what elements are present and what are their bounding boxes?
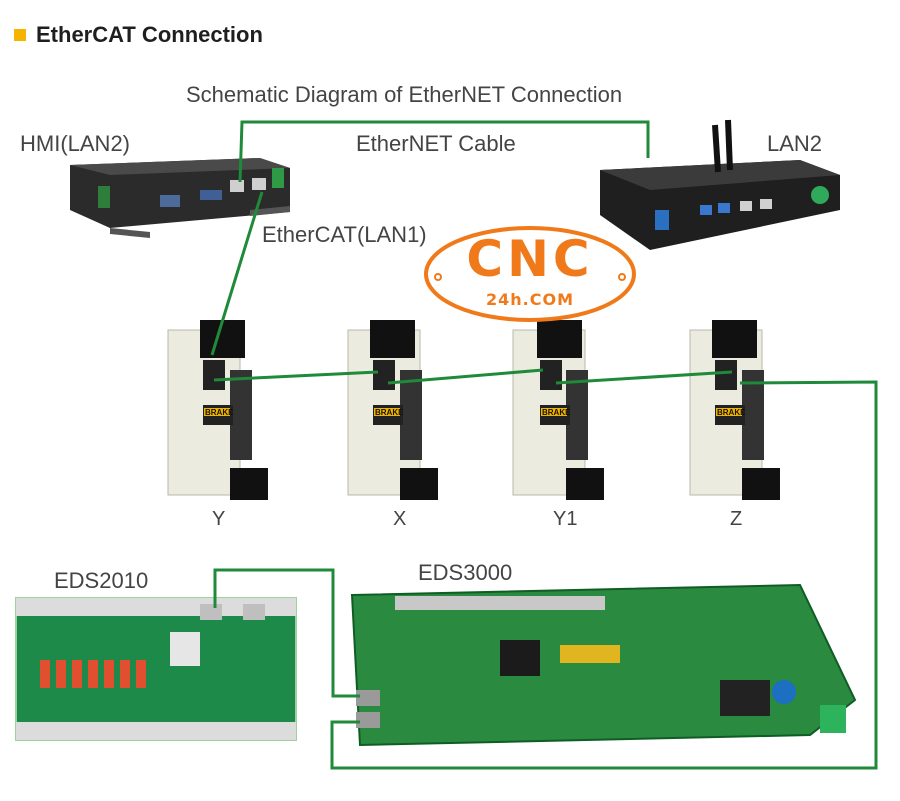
axis-label-x: X <box>393 508 407 530</box>
brake-badge: BRAKE <box>542 408 571 417</box>
hmi-device <box>70 158 290 238</box>
ethernet-cables <box>210 120 878 770</box>
diagram-caption: Schematic Diagram of EtherNET Connection <box>186 82 623 107</box>
ethercat-cable-y1-z <box>555 370 733 385</box>
watermark-subtext: 24h.COM <box>486 290 574 309</box>
pc-label: LAN2 <box>767 131 823 156</box>
section-title: EtherCAT Connection <box>14 22 263 48</box>
servo-drives <box>167 320 780 500</box>
cable-label: EtherNET Cable <box>356 131 516 156</box>
drive-y <box>167 320 268 500</box>
brake-badge: BRAKE <box>717 408 746 417</box>
axis-label-y1: Y1 <box>553 508 578 530</box>
title-bullet <box>14 29 26 41</box>
brake-badge: BRAKE <box>205 408 234 417</box>
ethercat-label: EtherCAT(LAN1) <box>262 222 427 247</box>
ethercat-cable-x-y1 <box>387 368 544 385</box>
page-title: EtherCAT Connection <box>36 22 263 47</box>
hmi-label: HMI(LAN2) <box>20 131 131 156</box>
watermark-logo: CNC 24h.COM <box>420 222 640 322</box>
ethercat-cable-z-eds3000 <box>330 380 878 770</box>
eds2010-label: EDS2010 <box>54 568 149 593</box>
ethernet-cable-hmi-pc <box>238 120 650 183</box>
watermark-text: CNC <box>466 230 594 288</box>
drive-z <box>689 320 780 500</box>
ethercat-cable-y-x <box>213 370 379 382</box>
axis-label-y: Y <box>212 508 226 530</box>
eds3000-board <box>350 583 857 747</box>
ethercat-cable-eds2010-eds3000 <box>213 568 360 698</box>
drive-x <box>347 320 438 500</box>
ethercat-cable-hmi-y <box>210 191 264 356</box>
eds2010-board <box>15 597 297 741</box>
eds3000-label: EDS3000 <box>418 560 513 585</box>
industrial-pc <box>600 119 840 250</box>
drive-y1 <box>512 320 604 500</box>
brake-badge: BRAKE <box>375 408 404 417</box>
axis-label-z: Z <box>730 508 743 530</box>
